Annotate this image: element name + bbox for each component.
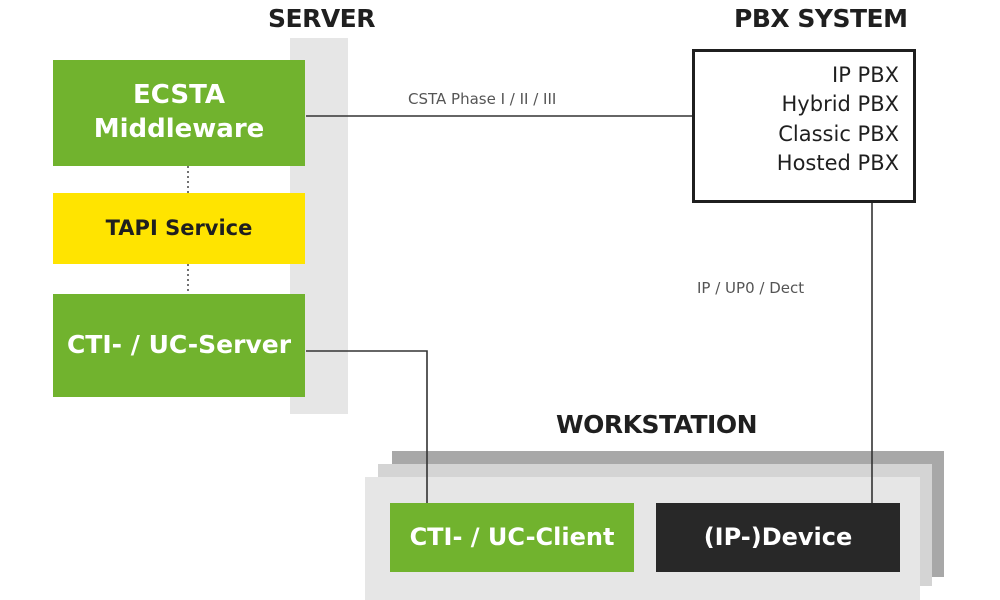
pbx-system-box: IP PBX Hybrid PBX Classic PBX Hosted PBX	[692, 49, 916, 203]
csta-label: CSTA Phase I / II / III	[408, 90, 557, 108]
tapi-service-box: TAPI Service	[53, 193, 305, 264]
ecsta-middleware-box: ECSTA Middleware	[53, 60, 305, 166]
cti-uc-client-box: CTI- / UC-Client	[390, 503, 634, 572]
middleware-label: Middleware	[93, 114, 265, 144]
ip-up0-dect-label: IP / UP0 / Dect	[697, 279, 805, 297]
pbx-item-hosted: Hosted PBX	[776, 150, 899, 175]
ecsta-label: ECSTA	[133, 80, 225, 111]
pbx-item-hybrid: Hybrid PBX	[781, 92, 899, 117]
cti-uc-server-label: CTI- / UC-Server	[66, 330, 292, 360]
workstation-heading: WORKSTATION	[556, 410, 758, 439]
ip-device-box: (IP-)Device	[656, 503, 900, 572]
server-heading: SERVER	[268, 4, 376, 33]
pbx-item-classic: Classic PBX	[778, 121, 899, 146]
tapi-service-label: TAPI Service	[105, 215, 253, 240]
ip-device-label: (IP-)Device	[703, 522, 853, 551]
pbx-system-heading: PBX SYSTEM	[734, 4, 908, 33]
pbx-item-ip: IP PBX	[832, 63, 899, 87]
cti-uc-server-box: CTI- / UC-Server	[53, 294, 305, 397]
cti-uc-client-label: CTI- / UC-Client	[409, 522, 615, 551]
